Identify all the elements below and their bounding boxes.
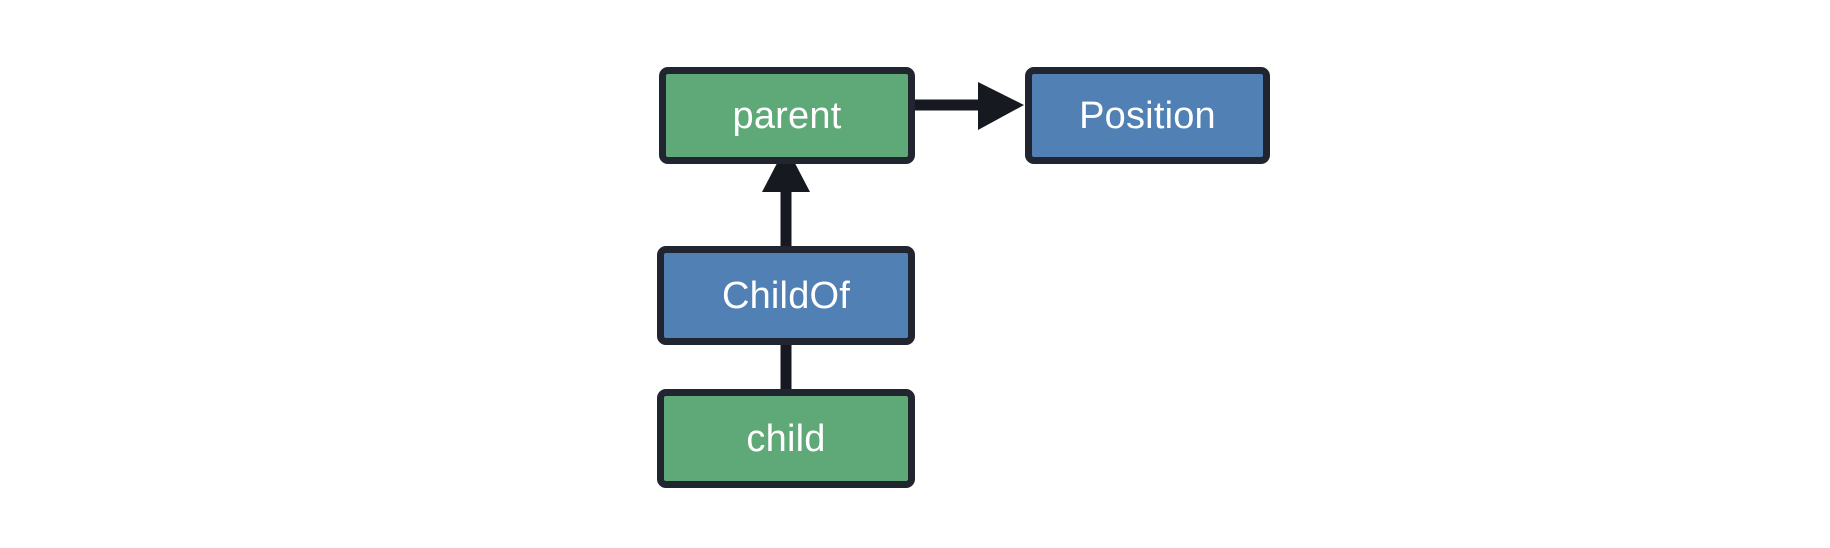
node-position-label: Position xyxy=(1079,94,1216,137)
edge-childof-to-parent xyxy=(762,146,810,250)
arrowhead-right-icon xyxy=(978,82,1024,130)
edge-parent-to-position xyxy=(912,82,1024,130)
node-child-label: child xyxy=(746,417,826,460)
arrowhead-up-icon xyxy=(762,146,810,192)
node-parent-label: parent xyxy=(732,94,842,137)
node-childof-label: ChildOf xyxy=(721,274,851,317)
node-childof[interactable]: ChildOf xyxy=(657,246,915,345)
node-parent[interactable]: parent xyxy=(659,67,915,164)
node-position[interactable]: Position xyxy=(1025,67,1270,164)
node-child[interactable]: child xyxy=(657,389,915,488)
